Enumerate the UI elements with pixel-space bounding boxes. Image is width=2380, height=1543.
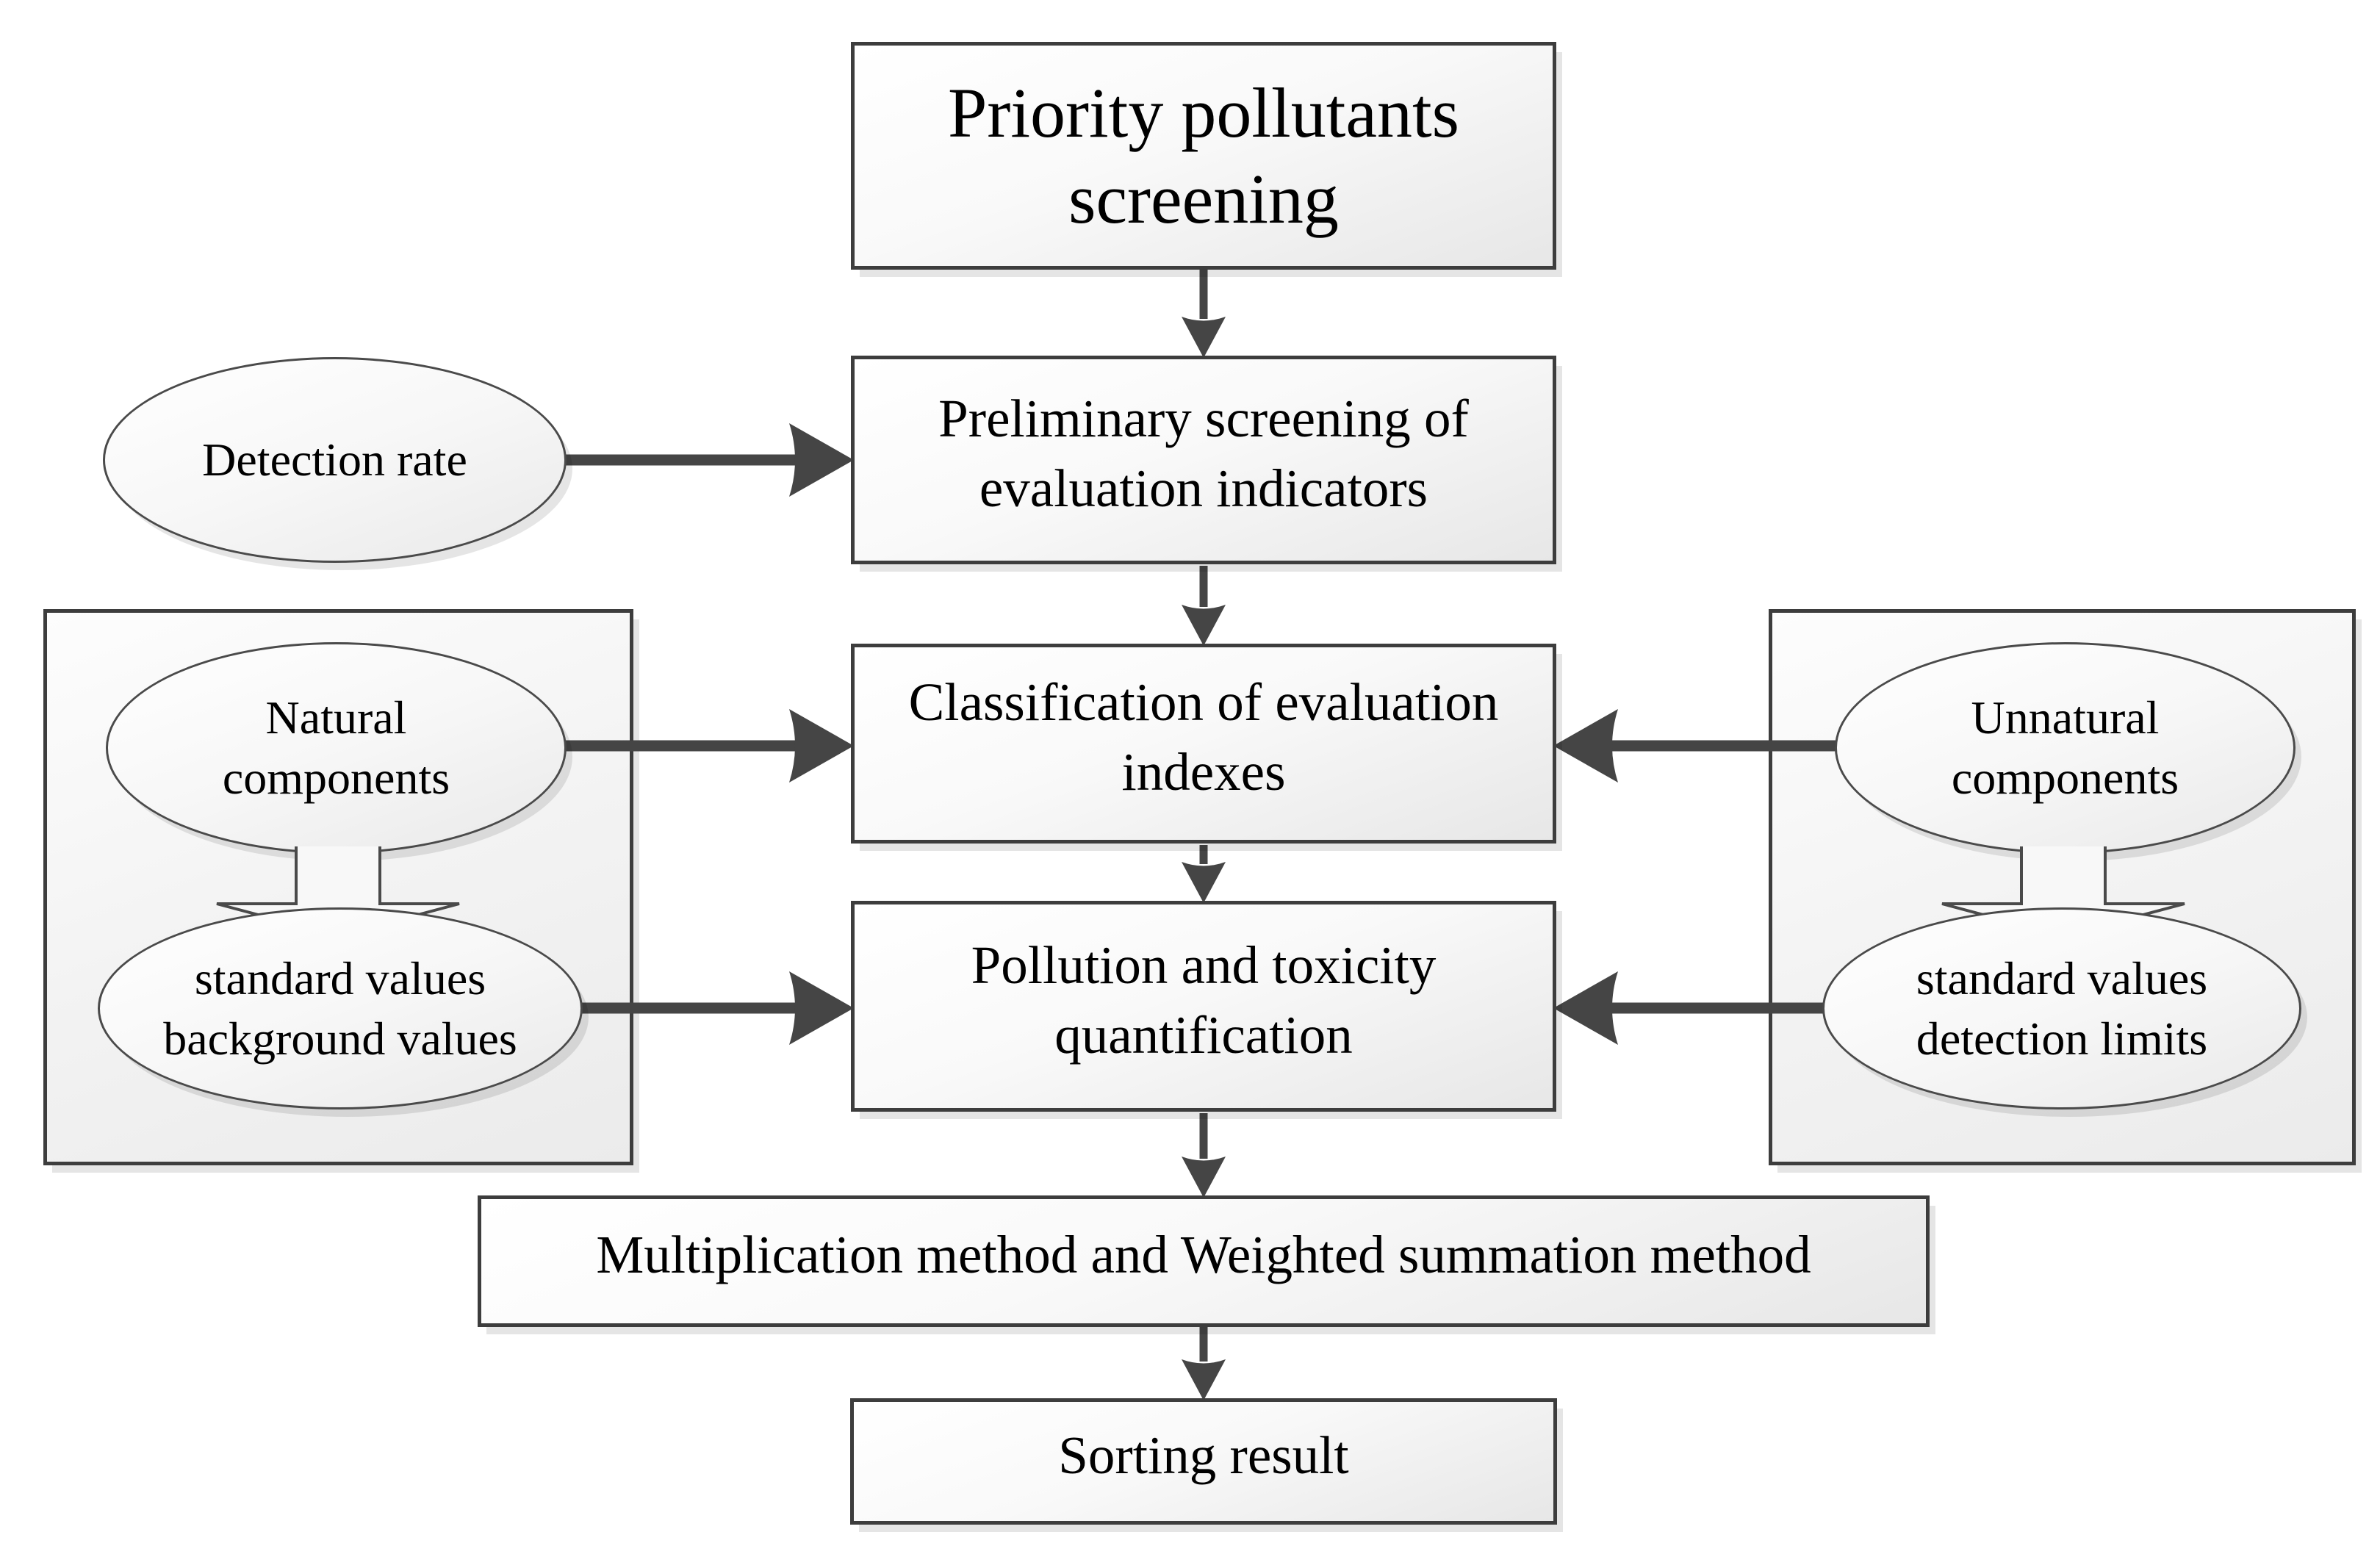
detection-rate-ellipse: Detection rate	[103, 357, 567, 563]
methods-box: Multiplication method and Weighted summa…	[478, 1195, 1930, 1327]
standard-detection-limits-ellipse: standard values detection limits	[1822, 907, 2301, 1109]
unnatural-components-ellipse: Unnatural components	[1835, 642, 2295, 854]
sorting-result-box: Sorting result	[850, 1398, 1557, 1525]
arrow-pollution-to-methods	[1182, 1113, 1226, 1198]
natural-components-ellipse: Natural components	[106, 642, 567, 854]
preliminary-screening-box: Preliminary screening of evaluation indi…	[851, 356, 1556, 564]
pollution-toxicity-box: Pollution and toxicity quantification	[851, 901, 1556, 1112]
arrow-detection-to-preliminary	[565, 423, 854, 497]
arrow-preliminary-to-classification	[1182, 566, 1226, 646]
arrow-methods-to-sorting	[1182, 1327, 1226, 1400]
priority-screening-title-box: Priority pollutants screening	[851, 42, 1556, 270]
arrow-title-to-preliminary	[1182, 270, 1226, 358]
arrow-classification-to-pollution	[1182, 845, 1226, 903]
standard-background-values-ellipse: standard values background values	[98, 907, 583, 1109]
classification-box: Classification of evaluation indexes	[851, 644, 1556, 844]
